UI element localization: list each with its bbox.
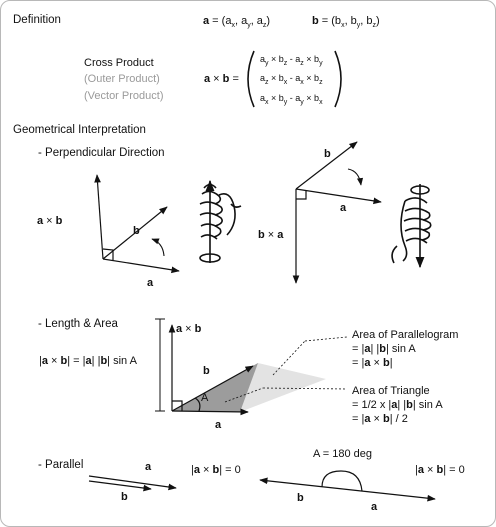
outer-product-label: (Outer Product) (84, 73, 160, 85)
perp-right-result-label: b × a (258, 229, 284, 241)
parallel-right-vectors (259, 470, 436, 502)
vec-name: a (203, 15, 210, 27)
triangle-line-3: = |a × b| / 2 (352, 413, 408, 425)
geometric-heading: Geometrical Interpretation (13, 124, 146, 136)
vector-product-label: (Vector Product) (84, 90, 164, 102)
cross-product-lhs: a × b = (204, 73, 239, 85)
parallel-left-a-label: a (145, 461, 152, 473)
perp-right-b-label: b (324, 148, 331, 160)
length-area-heading: - Length & Area (38, 318, 118, 330)
perp-left-axes (94, 174, 180, 274)
matrix-row-2: az × bx - ax × bz (260, 73, 323, 86)
parallel-left-b-label: b (121, 491, 128, 503)
perp-left-result-label: a × b (37, 215, 63, 227)
perp-right-axes (292, 141, 382, 284)
parallelogram-title: Area of Parallelogram (352, 329, 459, 341)
angle-180-label: A = 180 deg (313, 448, 373, 460)
vector-b-definition: b = (bx, by, bz) (312, 15, 380, 30)
cross-product-length-bar (155, 318, 165, 412)
parallel-right-b-label: b (297, 492, 304, 504)
parallel-right-a-label: a (371, 501, 378, 513)
perp-left-b-label: b (133, 225, 140, 237)
rotation-arrow-left (151, 238, 165, 257)
length-a-label: a (215, 419, 222, 431)
matrix-row-1: ay × bz - az × by (260, 54, 323, 67)
vector-a-definition: a = (ax, ay, az) (203, 15, 271, 30)
triangle-line-2: = 1/2 x |a| |b| sin A (352, 399, 443, 411)
leader-lines (224, 336, 348, 403)
perp-right-a-label: a (340, 202, 347, 214)
length-area-axes (168, 324, 254, 416)
matrix-left-bracket (247, 50, 255, 108)
matrix-right-bracket (334, 50, 342, 108)
triangle-title: Area of Triangle (352, 385, 430, 397)
matrix-row-3: ax × by - ay × bx (260, 93, 323, 106)
length-b-label: b (203, 365, 210, 377)
rotation-arrow-right (347, 168, 364, 186)
angle-a-label: A (201, 392, 209, 404)
parallel-right-equation: |a × b| = 0 (415, 464, 465, 476)
right-hand-thumb-down-icon (391, 184, 432, 269)
perpendicular-heading: - Perpendicular Direction (38, 147, 165, 159)
parallel-heading: - Parallel (38, 459, 84, 471)
cross-product-label: Cross Product (84, 57, 154, 69)
parallel-left-equation: |a × b| = 0 (191, 464, 241, 476)
vec-name: b (312, 15, 319, 27)
vertical-cross-label: a × b (176, 323, 202, 335)
parallelogram-line-2: = |a| |b| sin A (352, 343, 416, 355)
length-formula: |a × b| = |a| |b| sin A (39, 355, 137, 367)
definition-heading: Definition (13, 14, 61, 26)
parallelogram-line-3: = |a × b| (352, 357, 393, 369)
right-hand-thumb-up-icon (199, 179, 242, 263)
parallel-left-vectors (88, 475, 177, 492)
perp-left-a-label: a (147, 277, 154, 289)
